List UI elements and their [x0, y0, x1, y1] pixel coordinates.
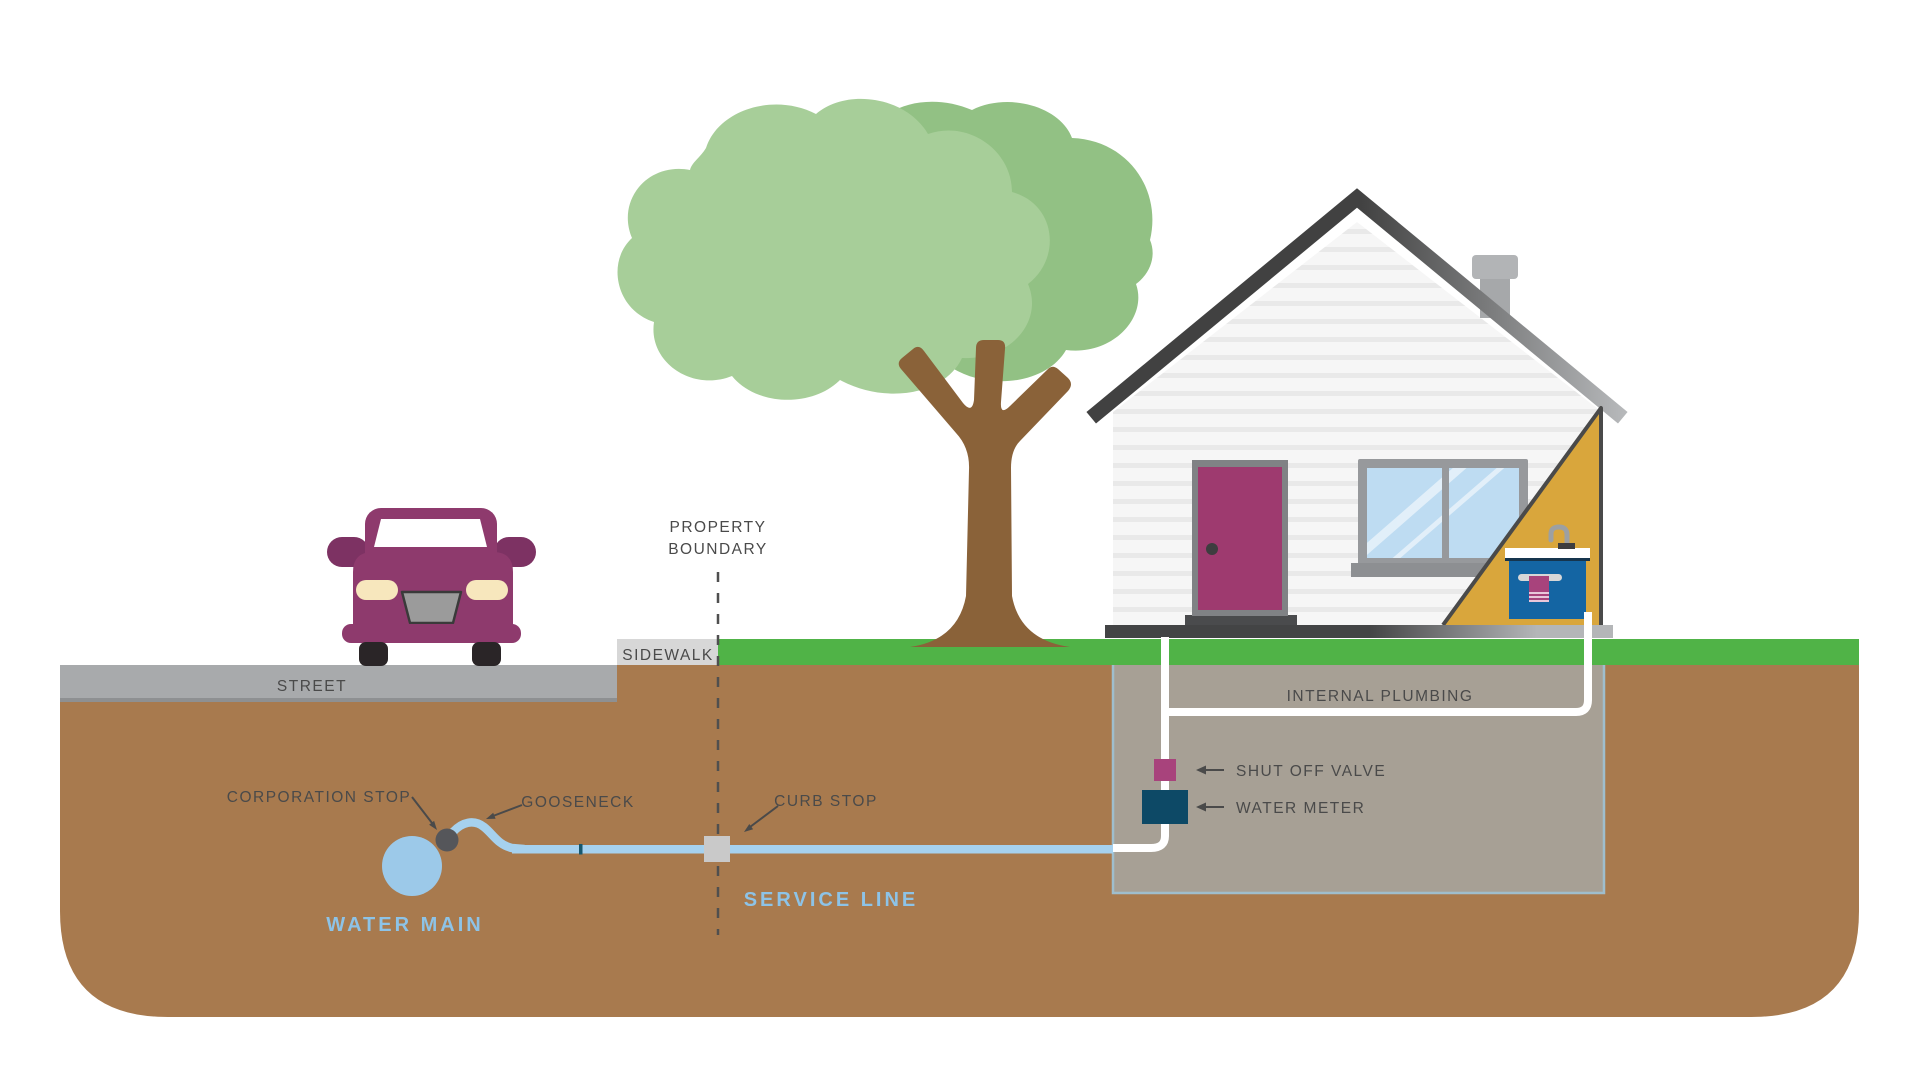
sidewalk-surface [617, 639, 718, 665]
property-boundary-label-line1: PROPERTY [670, 519, 767, 536]
door-step [1185, 615, 1297, 626]
gooseneck-arrow [492, 804, 523, 817]
sink-counter [1505, 548, 1590, 560]
gooseneck-arrowhead [486, 812, 496, 819]
corporation-stop-arrow [411, 796, 433, 824]
shut-off-valve [1154, 759, 1176, 781]
car-grille [400, 590, 463, 625]
car-headlight-right [466, 580, 508, 600]
curb-stop-valve [704, 836, 730, 862]
towel-stripe [1529, 592, 1549, 594]
corporation-stop-valve [435, 828, 459, 852]
service-line-pipe [512, 845, 1113, 854]
door-knob [1206, 543, 1218, 555]
front-door [1198, 467, 1282, 610]
curb-stop-label: CURB STOP [774, 793, 878, 810]
internal-plumbing-label: INTERNAL PLUMBING [1287, 688, 1474, 705]
house [1086, 188, 1628, 638]
basement-area [1113, 665, 1604, 893]
service-line-label: SERVICE LINE [744, 889, 919, 911]
wall-cutaway-edge [1441, 406, 1603, 627]
car-wheel-right [472, 642, 501, 666]
sink-counter-edge [1505, 558, 1590, 561]
street-curb-edge [60, 698, 617, 702]
roof [1086, 188, 1628, 424]
chimney-cap [1472, 255, 1518, 279]
kitchen-sink [1505, 524, 1590, 619]
car-bumper [342, 624, 521, 643]
water-meter-label: WATER METER [1236, 800, 1365, 817]
car [327, 508, 536, 666]
shut-off-valve-arrowhead [1196, 765, 1206, 775]
car-windshield [374, 519, 487, 547]
street-surface [60, 665, 617, 702]
corporation-stop-label: CORPORATION STOP [227, 789, 411, 806]
pipe-joint-tick [579, 844, 583, 855]
internal-plumbing-branch-pipe [1165, 612, 1592, 716]
water-main-pipe [382, 836, 442, 896]
curb-stop-arrow [749, 805, 779, 828]
tree-canopy-front [617, 98, 1050, 400]
car-wheel-left [359, 642, 388, 666]
towel-stripe [1529, 596, 1549, 598]
water-meter-arrowhead [1196, 802, 1206, 812]
property-boundary-label-line2: BOUNDARY [668, 541, 768, 558]
street-label: STREET [277, 678, 347, 695]
gooseneck-pipe [448, 818, 529, 854]
water-main-label: WATER MAIN [326, 914, 483, 936]
towel-stripe [1529, 600, 1549, 602]
faucet-base [1558, 543, 1575, 549]
tree-trunk [898, 340, 1071, 647]
basement-border [1111, 665, 1606, 895]
water-meter [1142, 790, 1188, 824]
car-headlight-left [356, 580, 398, 600]
internal-plumbing-pipe [1113, 637, 1169, 852]
faucet-icon [1548, 524, 1570, 551]
leader-arrows [411, 765, 1224, 832]
towel [1529, 576, 1549, 602]
grass [718, 639, 1859, 665]
gooseneck-label: GOOSENECK [521, 794, 634, 811]
curb-stop-arrowhead [744, 824, 754, 832]
corporation-stop-arrowhead [429, 820, 437, 830]
shut-off-valve-label: SHUT OFF VALVE [1236, 763, 1386, 780]
house-foundation-bar [1105, 625, 1613, 638]
sidewalk-label: SIDEWALK [622, 647, 714, 664]
tree-canopy [617, 98, 1153, 400]
